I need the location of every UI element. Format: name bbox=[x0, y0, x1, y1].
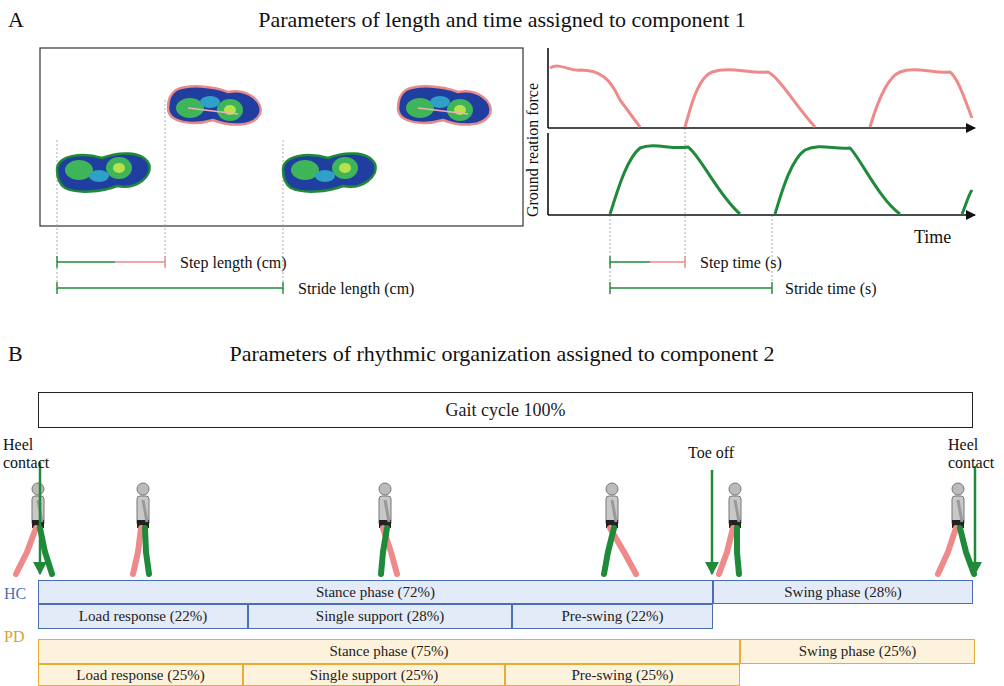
event-label: Heel contact bbox=[948, 436, 1000, 471]
head bbox=[137, 483, 149, 495]
forefoot-pressure bbox=[447, 99, 473, 121]
phase-label: Load response (25%) bbox=[76, 667, 204, 684]
arm bbox=[735, 500, 739, 522]
walker bbox=[133, 483, 149, 574]
walker bbox=[719, 483, 741, 574]
foot-axis bbox=[418, 108, 468, 114]
panel-letter: A bbox=[8, 8, 24, 32]
head bbox=[32, 483, 44, 495]
group-label: PD bbox=[4, 628, 24, 646]
footprint bbox=[168, 86, 261, 124]
midfoot-pressure bbox=[89, 170, 109, 182]
forefoot-pressure bbox=[332, 157, 358, 179]
phase-band: Stance phase (75%) bbox=[38, 639, 740, 664]
foot-outline bbox=[57, 153, 150, 191]
event-label: Toe off bbox=[688, 444, 734, 462]
group-label: HC bbox=[4, 585, 26, 603]
phase-band: Swing phase (25%) bbox=[740, 639, 975, 664]
walker bbox=[16, 483, 52, 574]
left-leg bbox=[737, 528, 739, 574]
force-curve-right bbox=[550, 66, 972, 127]
phase-band: Swing phase (28%) bbox=[713, 580, 973, 604]
right-leg bbox=[719, 528, 733, 574]
panel-title: Parameters of rhythmic organization assi… bbox=[229, 342, 774, 366]
phase-label: Load response (22%) bbox=[79, 608, 207, 625]
walker bbox=[938, 483, 974, 574]
head bbox=[729, 483, 741, 495]
head bbox=[952, 483, 964, 495]
phase-band: Load response (22%) bbox=[38, 604, 248, 629]
midfoot-pressure bbox=[315, 170, 335, 182]
foot-axis bbox=[188, 108, 238, 114]
arm bbox=[612, 500, 616, 522]
forefoot-pressure bbox=[217, 99, 243, 121]
measure-bars bbox=[57, 256, 772, 294]
panel-letter: B bbox=[8, 342, 23, 366]
phase-label: Single support (28%) bbox=[316, 608, 444, 625]
phase-label: Gait cycle 100% bbox=[446, 400, 566, 421]
phase-band: Stance phase (72%) bbox=[38, 580, 713, 604]
midfoot-pressure bbox=[430, 96, 450, 108]
measure-label: Step time (s) bbox=[700, 254, 782, 272]
left-leg bbox=[40, 528, 52, 574]
right-leg bbox=[938, 528, 956, 574]
right-leg bbox=[16, 528, 36, 574]
phase-label: Single support (25%) bbox=[310, 667, 438, 684]
measure-label: Stride time (s) bbox=[785, 280, 877, 298]
phase-label: Pre-swing (25%) bbox=[571, 667, 673, 684]
walker bbox=[379, 483, 397, 574]
left-leg bbox=[381, 528, 387, 574]
footprints bbox=[57, 86, 491, 191]
force-axes bbox=[548, 48, 975, 215]
phase-label: Stance phase (75%) bbox=[329, 643, 448, 660]
right-leg bbox=[133, 528, 141, 574]
footprint-panel bbox=[40, 48, 523, 226]
footprint bbox=[398, 86, 491, 124]
axis-label: Time bbox=[914, 228, 951, 248]
panel-title: Parameters of length and time assigned t… bbox=[258, 8, 746, 32]
left-leg bbox=[604, 528, 614, 574]
left-leg bbox=[145, 528, 149, 574]
foot-outline bbox=[168, 86, 261, 124]
measure-label: Stride length (cm) bbox=[298, 280, 414, 298]
head bbox=[606, 483, 618, 495]
event-label: Heel contact bbox=[3, 436, 55, 471]
forefoot-peak bbox=[339, 163, 351, 173]
arm bbox=[958, 500, 962, 522]
phase-band: Single support (28%) bbox=[248, 604, 512, 629]
phase-label: Pre-swing (22%) bbox=[561, 608, 663, 625]
head bbox=[379, 483, 391, 495]
forefoot-peak bbox=[113, 163, 125, 173]
walker bbox=[604, 483, 636, 574]
axis-label: Ground reation force bbox=[524, 83, 542, 217]
left-leg bbox=[960, 528, 974, 574]
event-arrows bbox=[40, 462, 975, 574]
footprint bbox=[283, 153, 376, 191]
phase-label: Stance phase (72%) bbox=[316, 584, 435, 601]
phase-band: Single support (25%) bbox=[243, 664, 505, 686]
cycle-box: Gait cycle 100% bbox=[38, 392, 973, 428]
foot-outline bbox=[283, 153, 376, 191]
phase-label: Swing phase (28%) bbox=[784, 584, 901, 601]
walking-figures bbox=[16, 483, 974, 574]
measure-label: Step length (cm) bbox=[180, 254, 287, 272]
forefoot-pressure bbox=[106, 157, 132, 179]
foot-outline bbox=[398, 86, 491, 124]
phase-band: Pre-swing (25%) bbox=[505, 664, 740, 686]
phase-band: Pre-swing (22%) bbox=[512, 604, 713, 629]
force-curve-left bbox=[610, 146, 972, 214]
arm bbox=[385, 500, 389, 522]
midfoot-pressure bbox=[200, 96, 220, 108]
phase-label: Swing phase (25%) bbox=[799, 643, 916, 660]
heel-pressure bbox=[65, 160, 93, 180]
phase-band: Load response (25%) bbox=[38, 664, 243, 686]
footprint bbox=[57, 153, 150, 191]
arm bbox=[143, 500, 147, 522]
heel-pressure bbox=[291, 160, 319, 180]
